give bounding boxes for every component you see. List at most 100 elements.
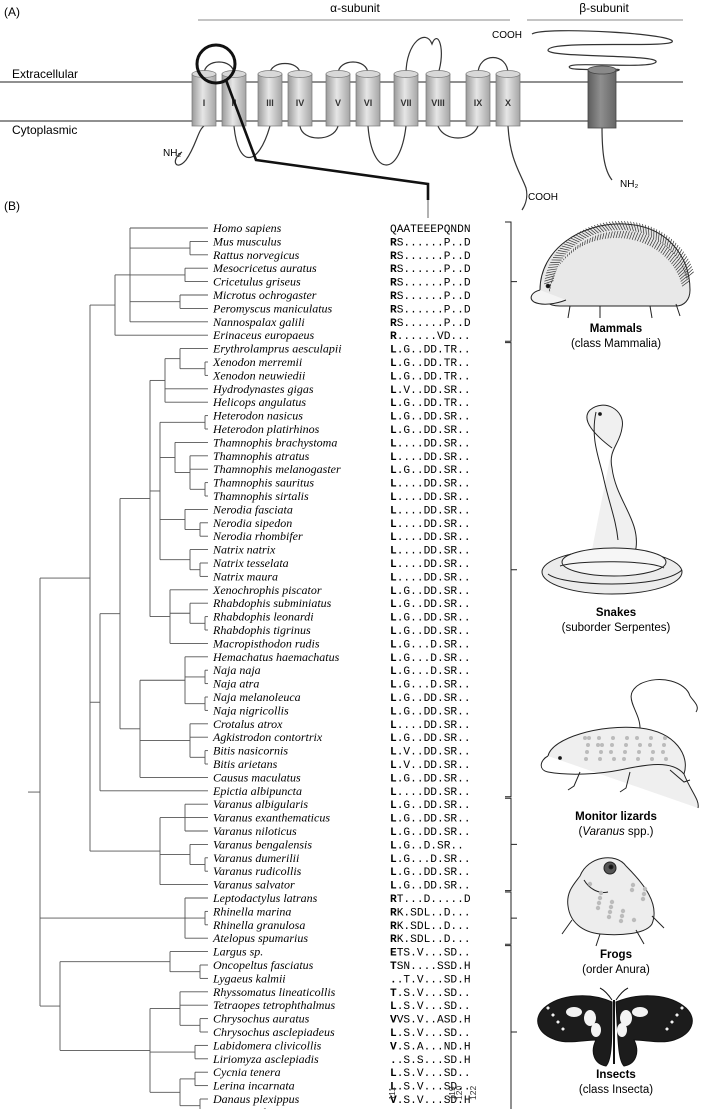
residue-111: L (390, 854, 397, 866)
species-name: Danaus gilippus (212, 1105, 292, 1109)
monitor-lizard-illustration (540, 679, 699, 809)
residue-111: R (390, 907, 397, 919)
residue-111: R (390, 921, 397, 933)
species-name: Helicops angulatus (212, 395, 306, 409)
sequence-row: L.G..DD.SR.. (390, 693, 471, 705)
residue-111: L (390, 492, 397, 504)
residues: .G...D.SR.. (397, 666, 471, 678)
sequence-row: RK.SDL..D... (390, 921, 471, 933)
residues: S......P..D (397, 304, 471, 316)
residue-111: L (390, 840, 397, 852)
residues: .S.V...SD.. (397, 1028, 471, 1040)
helix-X: X (495, 70, 521, 127)
residue-111: L (390, 881, 397, 893)
residues: QAATEEEPQNDN (390, 224, 471, 236)
residue-111: L (390, 693, 397, 705)
residues: S......P..D (397, 291, 471, 303)
sequence-row: L.G..DD.SR.. (390, 599, 471, 611)
species-name: Crotalus atrox (213, 717, 283, 731)
residue-111: R (390, 318, 397, 330)
residues: .G..DD.SR.. (397, 626, 471, 638)
sequence-row: L.G..DD.SR.. (390, 773, 471, 785)
species-name: Mus musculus (212, 234, 282, 248)
residue-111: L (390, 452, 397, 464)
sequence-alignment: QAATEEEPQNDNRS......P..DRS......P..DRS..… (390, 224, 471, 1109)
residues: S......P..D (397, 264, 471, 276)
species-name: Erinaceus europaeus (212, 328, 315, 342)
residue-111: V (390, 1015, 397, 1027)
hedgehog-illustration (530, 220, 694, 319)
helix-label: III (266, 98, 274, 108)
cytoplasmic-label: Cytoplasmic (12, 123, 77, 137)
sequence-row: L.G..DD.SR.. (390, 814, 471, 826)
group-subtitle: (suborder Serpentes) (562, 622, 671, 634)
residue-111: L (390, 814, 397, 826)
residues: .S.V...SD.. (397, 1001, 471, 1013)
residues: .G..D.SR.. (397, 840, 464, 852)
residue-111: R (390, 237, 397, 249)
sequence-row: L....DD.SR.. (390, 572, 471, 584)
residues: .S.V...SD.. (397, 988, 471, 1000)
species-name: Chrysochus asclepiadeus (213, 1025, 335, 1039)
species-name: Hydrodynastes gigas (212, 382, 314, 396)
residue-111: L (390, 680, 397, 692)
residues: ....DD.SR.. (397, 532, 471, 544)
residue-111: L (390, 479, 397, 491)
helix-label: VIII (431, 98, 445, 108)
position-number: 120 (454, 1086, 464, 1100)
species-name: Natrix tesselata (212, 556, 289, 570)
residues: .G..DD.SR.. (397, 599, 471, 611)
residues: S......P..D (397, 237, 471, 249)
species-name: Heterodon nasicus (212, 409, 303, 423)
residue-111: R (390, 894, 397, 906)
group-bracket (505, 342, 517, 798)
alpha-subunit-label: α-subunit (330, 1, 380, 15)
species-name: Rhinella marina (212, 904, 291, 918)
sequence-row: QAATEEEPQNDN (390, 224, 471, 236)
residue-111: R (390, 278, 397, 290)
extracellular-label: Extracellular (12, 67, 78, 81)
residue-111: L (390, 505, 397, 517)
species-name: Cricetulus griseus (213, 275, 301, 289)
residues: .G..DD.SR.. (397, 586, 471, 598)
sequence-row: L.G..DD.SR.. (390, 412, 471, 424)
residue-111: L (390, 760, 397, 772)
sequence-row: L....DD.SR.. (390, 519, 471, 531)
residues: ....DD.SR.. (397, 452, 471, 464)
residues: .G..DD.SR.. (397, 867, 471, 879)
residue-111: L (390, 1068, 397, 1080)
residue-111: T (390, 988, 397, 1000)
residue-111: L (390, 532, 397, 544)
position-number: 119 (447, 1086, 457, 1100)
species-name: Natrix natrix (212, 543, 276, 557)
sequence-row: L.G..DD.SR.. (390, 867, 471, 879)
sequence-row: L.S.V...SD.. (390, 1028, 471, 1040)
sequence-row: L.V..DD.SR.. (390, 385, 471, 397)
helix-V: V (325, 70, 351, 127)
sequence-row: L....DD.SR.. (390, 787, 471, 799)
residue-111: L (390, 773, 397, 785)
species-name: Tetraopes tetrophthalmus (213, 998, 335, 1012)
residues: .G..DD.TR.. (397, 358, 471, 370)
residues: ......VD... (397, 331, 471, 343)
species-name: Homo sapiens (212, 221, 282, 235)
residue-111: L (390, 733, 397, 745)
species-name: Rhabdophis leonardi (212, 610, 314, 624)
helix-label: VII (400, 98, 411, 108)
residues: ....DD.SR.. (397, 438, 471, 450)
species-name: Varanus rudicollis (213, 864, 302, 878)
residues: .G..DD.TR.. (397, 345, 471, 357)
residues: ....DD.SR.. (397, 492, 471, 504)
helix-VIII: VIII (425, 70, 451, 127)
residues: .S.V...SD.. (397, 1082, 471, 1094)
helix-label: IX (474, 98, 483, 108)
residues: .G...D.SR.. (397, 854, 471, 866)
residue-111: L (390, 626, 397, 638)
residue-111: R (390, 934, 397, 946)
residues: .T.V...SD.H (397, 974, 471, 986)
residues: .G...D.SR.. (397, 639, 471, 651)
residue-111: L (390, 706, 397, 718)
residue-111: L (390, 666, 397, 678)
sequence-row: RT...D.....D (390, 894, 471, 906)
